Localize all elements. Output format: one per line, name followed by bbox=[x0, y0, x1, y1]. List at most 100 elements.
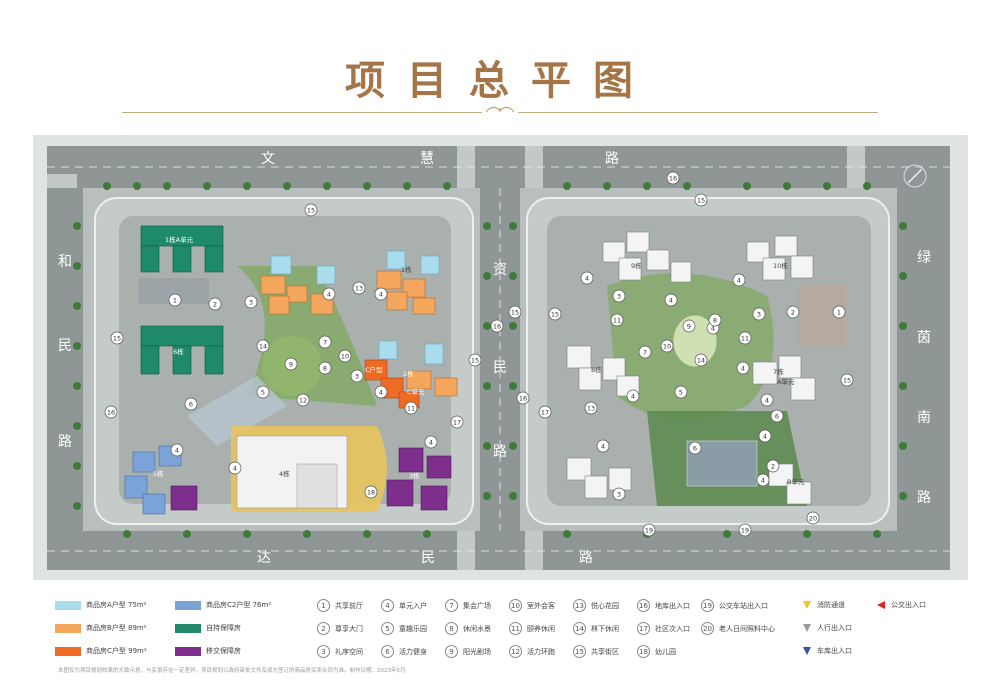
facility-marker-label-15: 15 bbox=[697, 196, 705, 204]
facility-marker-15 bbox=[304, 203, 318, 217]
road-west bbox=[47, 188, 83, 531]
facility-marker-label-15: 15 bbox=[551, 310, 559, 318]
facility-marker-4 bbox=[424, 435, 438, 449]
facility-marker-label-9: 9 bbox=[289, 360, 293, 368]
facility-marker-10 bbox=[338, 349, 352, 363]
building-label-6: 6栋 bbox=[173, 347, 184, 356]
road-name-west-2: 民 bbox=[58, 338, 72, 354]
facility-marker-label-18: 18 bbox=[367, 488, 375, 496]
facility-number-1: 1 bbox=[317, 599, 330, 612]
facility-number-15: 15 bbox=[573, 645, 586, 658]
facility-marker-label-19: 19 bbox=[741, 526, 749, 534]
facility-marker-label-5: 5 bbox=[679, 388, 683, 396]
unit-label-c: C单元 bbox=[407, 387, 425, 396]
facility-label-1: 共享前厅 bbox=[335, 601, 363, 610]
legend-fire-lane: 消防通道 bbox=[803, 600, 845, 610]
facility-marker-label-6: 6 bbox=[693, 444, 697, 452]
facility-marker-4 bbox=[760, 393, 774, 407]
facility-marker-13 bbox=[352, 281, 366, 295]
facility-marker-label-9: 9 bbox=[687, 322, 691, 330]
facility-marker-label-4: 4 bbox=[737, 276, 741, 284]
facility-marker-label-16: 16 bbox=[519, 394, 527, 402]
legend-facility-11: 11 颐养休闲 bbox=[509, 622, 555, 635]
facility-label-4: 单元入户 bbox=[399, 601, 427, 610]
facility-marker-14 bbox=[256, 339, 270, 353]
bus-entry-icon bbox=[877, 601, 885, 609]
facility-marker-11 bbox=[738, 331, 752, 345]
facility-marker-3 bbox=[244, 295, 258, 309]
facility-marker-label-4: 4 bbox=[585, 274, 589, 282]
road-name-middle-2: 民 bbox=[493, 360, 507, 376]
road-name-middle-1: 资 bbox=[493, 262, 507, 278]
facility-marker-6 bbox=[184, 397, 198, 411]
facility-marker-4 bbox=[732, 273, 746, 287]
facility-number-14: 14 bbox=[573, 622, 586, 635]
road-name-north-3: 路 bbox=[605, 151, 619, 167]
facility-marker-16 bbox=[104, 405, 118, 419]
facility-marker-8 bbox=[708, 313, 722, 327]
building-label-3: 3栋 bbox=[409, 471, 420, 480]
road-east bbox=[897, 188, 950, 531]
facility-marker-2 bbox=[766, 459, 780, 473]
facility-marker-20 bbox=[806, 511, 820, 525]
facility-label-17: 社区次入口 bbox=[655, 624, 690, 633]
facility-marker-15 bbox=[508, 305, 522, 319]
facility-marker-label-4: 4 bbox=[379, 290, 383, 298]
facility-marker-6 bbox=[770, 409, 784, 423]
facility-marker-label-15: 15 bbox=[511, 308, 519, 316]
road-name-south-2: 民 bbox=[421, 550, 435, 566]
facility-marker-9 bbox=[284, 357, 298, 371]
building-label-10: 10栋 bbox=[773, 261, 788, 270]
facility-marker-18 bbox=[364, 485, 378, 499]
facility-marker-label-16: 16 bbox=[669, 174, 677, 182]
facility-number-18: 18 bbox=[637, 645, 650, 658]
facility-number-2: 2 bbox=[317, 622, 330, 635]
facility-marker-label-8: 8 bbox=[713, 316, 717, 324]
building-label-5: 5栋 bbox=[153, 469, 164, 478]
facility-marker-label-5: 5 bbox=[261, 388, 265, 396]
garage-entry-icon bbox=[803, 647, 811, 655]
facility-number-11: 11 bbox=[509, 622, 522, 635]
fire-lane-icon bbox=[803, 601, 811, 609]
facility-marker-4 bbox=[596, 439, 610, 453]
facility-marker-4 bbox=[322, 287, 336, 301]
building-label-4: 4栋 bbox=[279, 469, 290, 478]
legend-bus: 公交出入口 bbox=[877, 600, 926, 610]
facility-number-13: 13 bbox=[573, 599, 586, 612]
facility-marker-3 bbox=[612, 289, 626, 303]
facility-marker-4 bbox=[756, 473, 770, 487]
facility-number-9: 9 bbox=[445, 645, 458, 658]
facility-marker-label-7: 7 bbox=[643, 348, 647, 356]
facility-marker-label-1: 1 bbox=[837, 308, 841, 316]
facility-marker-4 bbox=[170, 443, 184, 457]
legend-type-c: 商品房C户型 99m² bbox=[55, 646, 147, 656]
facility-marker-label-4: 4 bbox=[327, 290, 331, 298]
swatch-type-c2 bbox=[175, 600, 201, 610]
legend-facility-17: 17 社区次入口 bbox=[637, 622, 690, 635]
facility-marker-label-4: 4 bbox=[761, 476, 765, 484]
facility-label-11: 颐养休闲 bbox=[527, 624, 555, 633]
building-label-1a: 1栋A单元 bbox=[165, 235, 194, 244]
facility-marker-label-4: 4 bbox=[669, 296, 673, 304]
facility-marker-4 bbox=[374, 287, 388, 301]
facility-number-17: 17 bbox=[637, 622, 650, 635]
facility-label-8: 休闲水景 bbox=[463, 624, 491, 633]
facility-marker-16 bbox=[516, 391, 530, 405]
swatch-type-a bbox=[55, 600, 81, 610]
facility-label-20: 老人日间照料中心 bbox=[719, 624, 775, 633]
pedestrian-entry-icon bbox=[803, 624, 811, 632]
facility-marker-15 bbox=[694, 193, 708, 207]
unit-type-c: C户型 bbox=[365, 365, 383, 374]
facility-marker-12 bbox=[296, 393, 310, 407]
facility-marker-label-1: 1 bbox=[173, 296, 177, 304]
